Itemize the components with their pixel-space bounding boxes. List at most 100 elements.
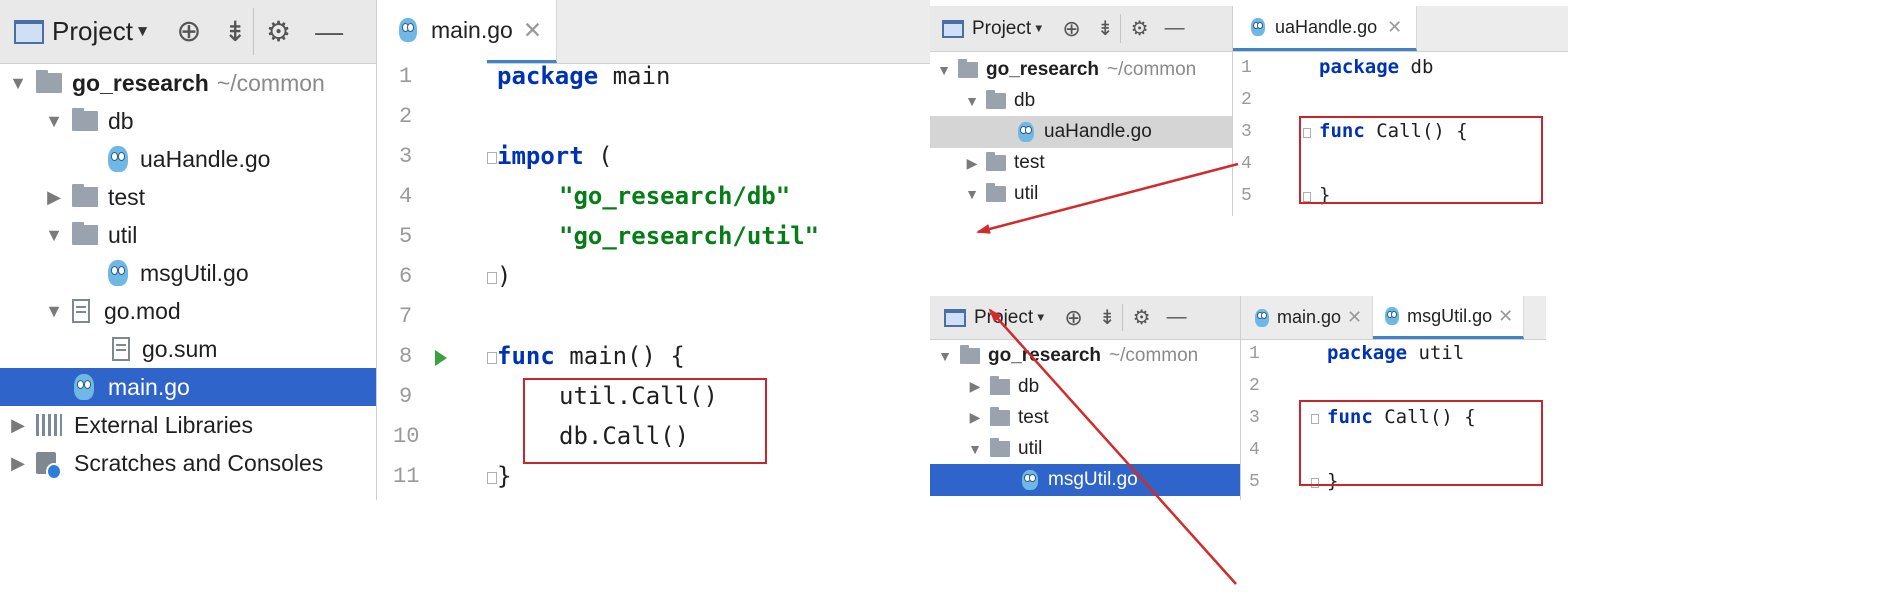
code-text: main() { (554, 342, 685, 370)
close-icon[interactable]: ✕ (1347, 307, 1363, 327)
tree-item-util[interactable]: ▼ util (0, 216, 376, 254)
project-view-selector[interactable]: Project▼ (14, 16, 150, 47)
collapse-icon[interactable]: ⇟ (223, 16, 247, 47)
chevron-down-icon[interactable]: ▼ (968, 440, 982, 457)
tree-item-uahandle[interactable]: uaHandle.go (0, 140, 376, 178)
target-icon[interactable]: ⊕ (176, 15, 202, 48)
gopher-icon (1251, 18, 1265, 36)
close-icon[interactable]: ✕ (522, 16, 543, 43)
keyword: import (497, 142, 584, 170)
code-text: Call() { (1372, 406, 1476, 428)
code-area[interactable]: package main import ( "go_research/db" "… (487, 60, 930, 500)
chevron-down-icon[interactable]: ▼ (9, 72, 27, 93)
fold-marker[interactable] (487, 472, 497, 484)
tree-item-uahandle[interactable]: uaHandle.go (930, 116, 1232, 148)
collapse-icon[interactable]: ⇟ (1098, 307, 1116, 329)
minimize-icon[interactable]: — (1164, 17, 1185, 39)
chevron-right-icon[interactable]: ▶ (969, 409, 981, 425)
tree-item-path: ~/common (1107, 59, 1197, 80)
chevron-right-icon[interactable]: ▶ (966, 154, 978, 171)
tree-item-db[interactable]: ▶ db (930, 371, 1240, 402)
collapse-icon[interactable]: ⇟ (1096, 18, 1114, 40)
tree-item-msgutil[interactable]: msgUtil.go (0, 254, 376, 292)
tab-uahandle-go[interactable]: uaHandle.go ✕ (1233, 6, 1418, 51)
tree-item-label: uaHandle.go (140, 145, 271, 172)
fold-marker[interactable] (1303, 192, 1311, 202)
tree-item-go-research[interactable]: ▼ go_research ~/common (0, 64, 376, 102)
fold-marker[interactable] (487, 152, 497, 164)
tree-item-go-mod[interactable]: ▼ go.mod (0, 292, 376, 330)
tab-main-go[interactable]: main.go ✕ (1241, 296, 1374, 339)
keyword: func (1319, 120, 1365, 142)
tree-item-scratches[interactable]: ▶ Scratches and Consoles (0, 444, 376, 482)
tree-item-msgutil[interactable]: msgUtil.go (930, 464, 1240, 496)
chevron-right-icon[interactable]: ▶ (11, 414, 25, 435)
chevron-down-icon: ▼ (1035, 311, 1047, 324)
tree-item-util[interactable]: ▼ util (930, 433, 1240, 464)
minimize-icon[interactable]: — (315, 15, 344, 47)
target-icon[interactable]: ⊕ (1062, 15, 1081, 41)
tree-item-db[interactable]: ▼ db (0, 102, 376, 140)
fold-marker[interactable] (1303, 128, 1311, 138)
chevron-right-icon[interactable]: ▶ (11, 452, 25, 473)
code-line-1: package main (497, 62, 670, 90)
chevron-right-icon[interactable]: ▶ (969, 378, 981, 394)
project-view-selector[interactable]: Project▼ (942, 18, 1044, 40)
fold-marker[interactable] (487, 272, 497, 284)
document-icon (112, 337, 130, 361)
tree-item-label: util (1018, 437, 1043, 459)
chevron-down-icon[interactable]: ▼ (937, 62, 951, 78)
msg-util-editor: main.go ✕ msgUtil.go ✕ 1 2 3 4 5 package… (1240, 296, 1546, 500)
chevron-down-icon[interactable]: ▼ (45, 300, 63, 321)
tree-item-external-libraries[interactable]: ▶ External Libraries (0, 406, 376, 444)
gear-icon[interactable]: ⚙ (1132, 307, 1151, 329)
chevron-down-icon[interactable]: ▼ (965, 186, 979, 202)
minimize-icon[interactable]: — (1166, 306, 1187, 328)
tree-item-test[interactable]: ▶ test (930, 402, 1240, 433)
fold-marker[interactable] (1311, 478, 1319, 488)
tree-item-go-research[interactable]: ▼ go_research ~/common (930, 54, 1232, 86)
tree-item-main-go[interactable]: main.go (0, 368, 376, 406)
tree-item-go-research[interactable]: ▼ go_research ~/common (930, 340, 1240, 371)
line-number: 2 (1249, 376, 1260, 396)
highlight-box-calls (523, 378, 767, 464)
tree-item-db[interactable]: ▼ db (930, 85, 1232, 117)
fold-marker[interactable] (1311, 414, 1319, 424)
chevron-down-icon[interactable]: ▼ (938, 347, 952, 364)
msg-util-project-panel: Project▼ ⊕ ⇟ ⚙ — ▼ go_research ~/common … (930, 296, 1240, 500)
gear-icon[interactable]: ⚙ (265, 16, 292, 47)
line-number: 8 (399, 344, 413, 369)
chevron-down-icon[interactable]: ▼ (965, 93, 979, 109)
code-line-3: func Call() { (1327, 406, 1476, 428)
target-icon[interactable]: ⊕ (1064, 304, 1083, 330)
tree-item-go-sum[interactable]: go.sum (0, 330, 376, 368)
project-tree: ▼ go_research ~/common ▼ db uaHandle.go … (0, 64, 376, 500)
tree-item-util[interactable]: ▼ util (930, 178, 1232, 210)
chevron-right-icon[interactable]: ▶ (47, 186, 61, 207)
close-icon[interactable]: ✕ (1387, 16, 1403, 37)
tree-item-test[interactable]: ▶ test (0, 178, 376, 216)
gopher-icon (1022, 470, 1038, 490)
project-view-selector[interactable]: Project▼ (944, 307, 1046, 329)
tab-label: main.go (431, 16, 513, 43)
fold-marker[interactable] (487, 352, 497, 364)
folder-icon (990, 406, 1010, 426)
gear-icon[interactable]: ⚙ (1130, 18, 1149, 40)
chevron-down-icon[interactable]: ▼ (45, 224, 63, 245)
chevron-down-icon[interactable]: ▼ (45, 110, 63, 131)
folder-icon (986, 152, 1006, 171)
project-title: Project (972, 17, 1032, 39)
run-icon[interactable] (435, 350, 447, 366)
close-icon[interactable]: ✕ (1498, 305, 1514, 326)
code-line-1: package util (1327, 342, 1464, 364)
tab-msgutil-go[interactable]: msgUtil.go ✕ (1373, 296, 1525, 339)
folder-icon (990, 437, 1010, 457)
code-line-5: } (1327, 470, 1339, 492)
folder-icon (986, 90, 1006, 109)
gopher-icon (1255, 308, 1269, 327)
tree-item-test[interactable]: ▶ test (930, 147, 1232, 179)
code-area[interactable]: package util func Call() { } (1311, 340, 1546, 500)
code-line-6: ) (497, 262, 512, 290)
code-area[interactable]: package db func Call() { } (1303, 54, 1568, 216)
tab-main-go[interactable]: main.go ✕ (377, 0, 558, 63)
